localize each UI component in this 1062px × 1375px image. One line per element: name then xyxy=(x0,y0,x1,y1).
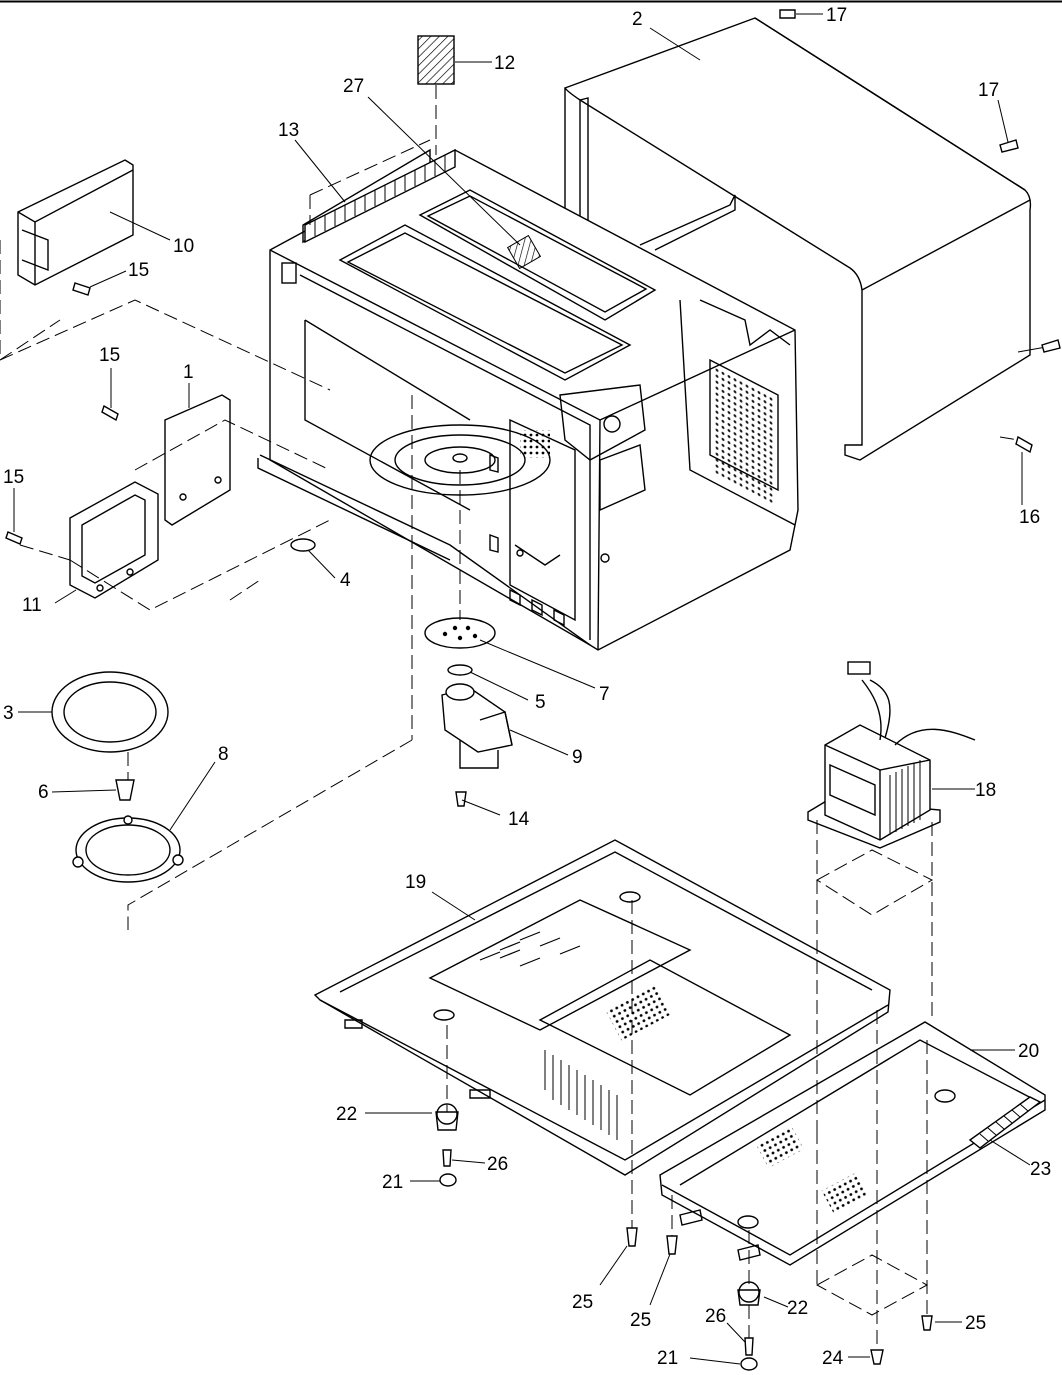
frame-part-11 xyxy=(69,481,159,599)
callout-25-c: 25 xyxy=(965,1313,986,1334)
roller-part-7 xyxy=(424,617,496,649)
leader-lines xyxy=(13,13,1031,1365)
screw-part-17-b xyxy=(999,139,1019,153)
foot-part-22-right xyxy=(737,1281,761,1306)
callout-27: 27 xyxy=(343,76,364,97)
motor-part-9 xyxy=(441,683,513,769)
screw-part-25-b xyxy=(666,1235,678,1255)
screw-part-26-left xyxy=(442,1149,452,1167)
transformer-part-18 xyxy=(807,661,976,849)
screw-part-17-c xyxy=(1041,339,1061,353)
callout-22-a: 22 xyxy=(336,1104,357,1125)
callout-19: 19 xyxy=(405,872,426,893)
callout-4: 4 xyxy=(340,570,351,591)
screw-part-25-c xyxy=(921,1315,933,1331)
washer-part-5 xyxy=(447,664,473,676)
callout-18: 18 xyxy=(975,780,996,801)
screw-part-15-b xyxy=(101,404,119,422)
callout-26-a: 26 xyxy=(487,1154,508,1175)
screw-part-15-a xyxy=(72,282,91,296)
callout-15-a: 15 xyxy=(128,260,149,281)
callout-15-b: 15 xyxy=(99,345,120,366)
screw-part-26-right xyxy=(744,1337,754,1356)
callout-17-a: 17 xyxy=(826,5,847,26)
callout-20: 20 xyxy=(1018,1041,1039,1062)
callout-14: 14 xyxy=(508,809,530,830)
callout-9: 9 xyxy=(572,747,583,768)
callout-26-b: 26 xyxy=(705,1306,726,1327)
assembly-guide-lines xyxy=(0,139,1019,1350)
callout-5: 5 xyxy=(535,692,546,713)
callout-1: 1 xyxy=(183,362,194,383)
vent-strip-part-23 xyxy=(968,1096,1042,1149)
callout-25-b: 25 xyxy=(630,1310,651,1331)
callout-13: 13 xyxy=(278,120,299,141)
roller-ring-part-8 xyxy=(72,815,184,883)
cap-part-21-left xyxy=(439,1173,457,1187)
callout-21-a: 21 xyxy=(382,1172,403,1193)
foot-part-22-left xyxy=(435,1103,459,1131)
callout-17-b: 17 xyxy=(978,80,999,101)
callout-2: 2 xyxy=(632,9,643,30)
plate-part-1 xyxy=(164,394,231,526)
base-rail-part-20 xyxy=(659,1021,1046,1266)
callout-labels: 1 2 3 4 5 6 7 8 9 10 11 12 13 14 15 15 1… xyxy=(3,5,1051,1369)
callout-11: 11 xyxy=(22,595,42,616)
callout-16: 16 xyxy=(1019,507,1040,528)
small-grille-part xyxy=(506,234,542,270)
callout-25-a: 25 xyxy=(572,1292,593,1313)
callout-22-b: 22 xyxy=(787,1298,808,1319)
vent-strip-part xyxy=(304,148,456,244)
screw-part-25-a xyxy=(626,1227,638,1247)
oven-cavity-part xyxy=(257,148,799,651)
glass-tray-part-3 xyxy=(51,671,169,753)
callout-8: 8 xyxy=(218,744,229,765)
cap-part-21-right xyxy=(740,1357,758,1371)
screw-part-24 xyxy=(870,1349,884,1365)
screw-part-16 xyxy=(1015,435,1033,454)
callout-3: 3 xyxy=(3,703,14,724)
callout-23: 23 xyxy=(1030,1159,1051,1180)
coupler-part-6 xyxy=(115,779,135,801)
outer-cabinet-part xyxy=(563,17,1047,461)
cover-part-10 xyxy=(17,159,134,286)
callout-6: 6 xyxy=(38,782,49,803)
callout-7: 7 xyxy=(599,684,610,705)
screw-part-17-a xyxy=(779,9,796,19)
callout-12: 12 xyxy=(494,53,515,74)
block-part xyxy=(417,35,455,85)
callout-24: 24 xyxy=(822,1348,844,1369)
callout-21-b: 21 xyxy=(657,1348,678,1369)
screw-part-15-c xyxy=(5,531,23,545)
washer-part-4 xyxy=(290,538,316,552)
callout-10: 10 xyxy=(173,236,194,257)
callout-15-c: 15 xyxy=(3,467,24,488)
base-plate-part-19 xyxy=(313,839,891,1176)
screw-part-14 xyxy=(455,791,467,807)
